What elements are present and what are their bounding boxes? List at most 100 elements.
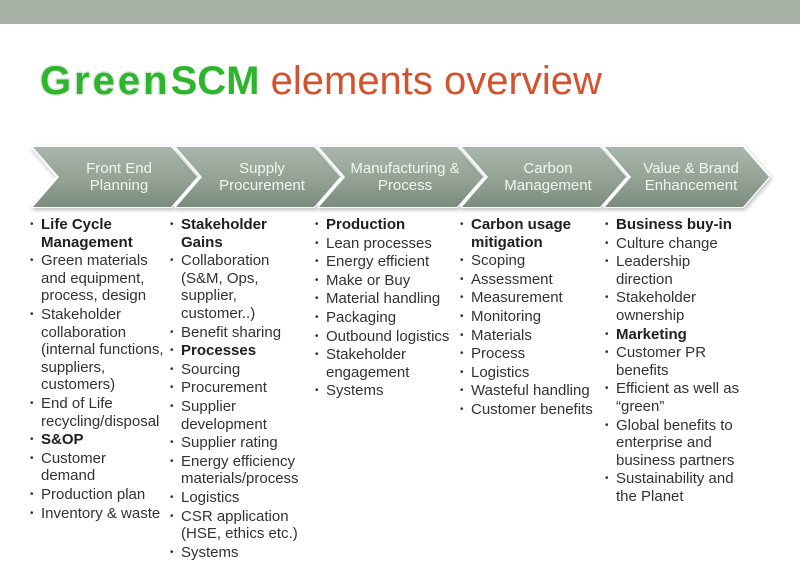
list-item-text: Logistics	[181, 488, 240, 506]
stage-arrow-supply-procurement: Supply Procurement	[176, 147, 340, 207]
list-item: •Leadership direction	[605, 253, 744, 288]
list-item-text: Energy efficient	[326, 253, 430, 271]
list-item-text: Stakeholder Gains	[181, 216, 267, 251]
list-item-text: CSR application (HSE, ethics etc.)	[181, 507, 298, 543]
bullet-icon: •	[170, 382, 174, 394]
title-word-scm: SCM	[170, 59, 260, 103]
list-item-text: Collaboration (S&M, Ops, supplier, custo…	[181, 252, 270, 322]
list-item: •Outbound logistics	[315, 328, 454, 346]
bullet-icon: •	[315, 293, 319, 305]
bullet-icon: •	[30, 434, 34, 446]
list-item-text: Customer PR benefits	[616, 344, 707, 379]
list-item-text: Lean processes	[326, 234, 432, 252]
bullet-icon: •	[605, 328, 609, 340]
list-item-text: Systems	[181, 543, 239, 561]
bullet-icon: •	[170, 363, 174, 375]
bullet-icon: •	[170, 255, 174, 267]
bullet-icon: •	[170, 491, 174, 503]
list-item-text: Material handling	[326, 290, 441, 308]
list-item-text: Stakeholder collaboration (internal func…	[41, 305, 164, 394]
bullet-icon: •	[460, 292, 464, 304]
list-item: •Benefit sharing	[170, 324, 309, 342]
list-item: • Logistics	[170, 489, 309, 507]
chevron-shape: Carbon Management	[462, 147, 626, 207]
list-item-text: Processes	[181, 342, 257, 360]
list-item-text: End of Life recycling/disposal	[41, 394, 160, 430]
list-item-text: Supplier rating	[181, 434, 278, 452]
list-item: • Material handling	[315, 290, 454, 308]
list-item: •Make or Buy	[315, 272, 454, 290]
list-item-text: Carbon usage mitigation	[471, 216, 572, 251]
list-item-text: Sustainability and the Planet	[616, 470, 734, 505]
bullet-icon: •	[170, 455, 174, 467]
bullet-icon: •	[460, 385, 464, 397]
stage-arrow-row: Front End Planning Supply Procurement Ma…	[33, 147, 769, 207]
list-item: •Life Cycle Management	[30, 216, 164, 251]
list-item-text: Logistics	[471, 363, 530, 381]
list-item-text: Efficient as well as “green”	[616, 380, 740, 415]
chevron-shape: Front End Planning	[33, 147, 197, 207]
bullet-icon: •	[170, 219, 174, 230]
list-item-text: Global benefits to enterprise and busine…	[616, 416, 735, 469]
bullet-icon: •	[460, 348, 464, 360]
list-item: •Stakeholder engagement	[315, 346, 454, 381]
list-item-text: Wasteful handling	[471, 382, 590, 400]
bullet-icon: •	[30, 488, 34, 500]
list-item-text: Process	[471, 345, 526, 363]
list-item: • Energy efficient	[315, 253, 454, 271]
list-item: • Sustainability and the Planet	[605, 470, 744, 505]
stage-column-carbon-management: •Carbon usage mitigation •Scoping •Asses…	[460, 216, 605, 420]
bullet-icon: •	[315, 219, 319, 230]
bullet-icon: •	[30, 452, 34, 464]
bullet-icon: •	[315, 330, 319, 342]
list-item-text: Materials	[471, 326, 532, 344]
list-item: • Logistics	[460, 364, 599, 382]
list-item: • Process	[460, 345, 599, 363]
list-item-text: Culture change	[616, 234, 718, 252]
bullet-icon: •	[460, 366, 464, 378]
bullet-icon: •	[460, 255, 464, 267]
list-item-text: Scoping	[471, 252, 526, 270]
list-item: • Carbon usage mitigation	[460, 216, 599, 251]
bullet-icon: •	[605, 292, 609, 304]
list-item-text: Monitoring	[471, 307, 542, 325]
list-item-text: Sourcing	[181, 360, 241, 378]
list-item: • Collaboration (S&M, Ops, supplier, cust…	[170, 252, 309, 322]
list-item: •Assessment	[460, 271, 599, 289]
list-item: • Scoping	[460, 252, 599, 270]
list-item-text: Customer demand	[41, 449, 107, 485]
bullet-icon: •	[605, 237, 609, 249]
list-item-text: Customer benefits	[471, 400, 593, 418]
bullet-icon: •	[315, 256, 319, 268]
bullet-icon: •	[170, 510, 174, 522]
stage-arrow-front-end-planning: Front End Planning	[33, 147, 197, 207]
stage-arrow-value-brand-enhancement: Value & Brand Enhancement	[605, 147, 769, 207]
stage-label: Supply Procurement	[219, 160, 305, 194]
bullet-icon: •	[30, 255, 34, 267]
stage-arrow-manufacturing-process: Manufacturing & Process	[319, 147, 483, 207]
title-rest: elements overview	[259, 59, 602, 103]
list-item-text: Energy efficiency materials/process	[181, 452, 299, 488]
list-item: • Processes	[170, 342, 309, 360]
list-item: •Customer PR benefits	[605, 344, 744, 379]
bullet-icon: •	[315, 237, 319, 249]
bullet-icon: •	[605, 473, 609, 485]
bullet-icon: •	[460, 403, 464, 415]
bullet-icon: •	[460, 310, 464, 322]
list-item: •Marketing	[605, 326, 744, 344]
chevron-shape: Manufacturing & Process	[319, 147, 483, 207]
list-item: •Supplier development	[170, 398, 309, 433]
stage-column-front-end-planning: •Life Cycle Management •Green materials …	[30, 216, 170, 523]
list-item: •Global benefits to enterprise and busin…	[605, 417, 744, 470]
list-item: • CSR application (HSE, ethics etc.)	[170, 508, 309, 543]
stage-arrow-carbon-management: Carbon Management	[462, 147, 626, 207]
list-item-text: Assessment	[471, 270, 553, 288]
bullet-icon: •	[315, 274, 319, 286]
list-item: • Sourcing	[170, 361, 309, 379]
list-item: •End of Life recycling/disposal	[30, 395, 164, 430]
list-item-text: Stakeholder engagement	[326, 346, 410, 381]
list-item-text: Business buy-in	[616, 216, 732, 233]
bullet-icon: •	[170, 345, 174, 357]
bullet-icon: •	[460, 219, 464, 230]
